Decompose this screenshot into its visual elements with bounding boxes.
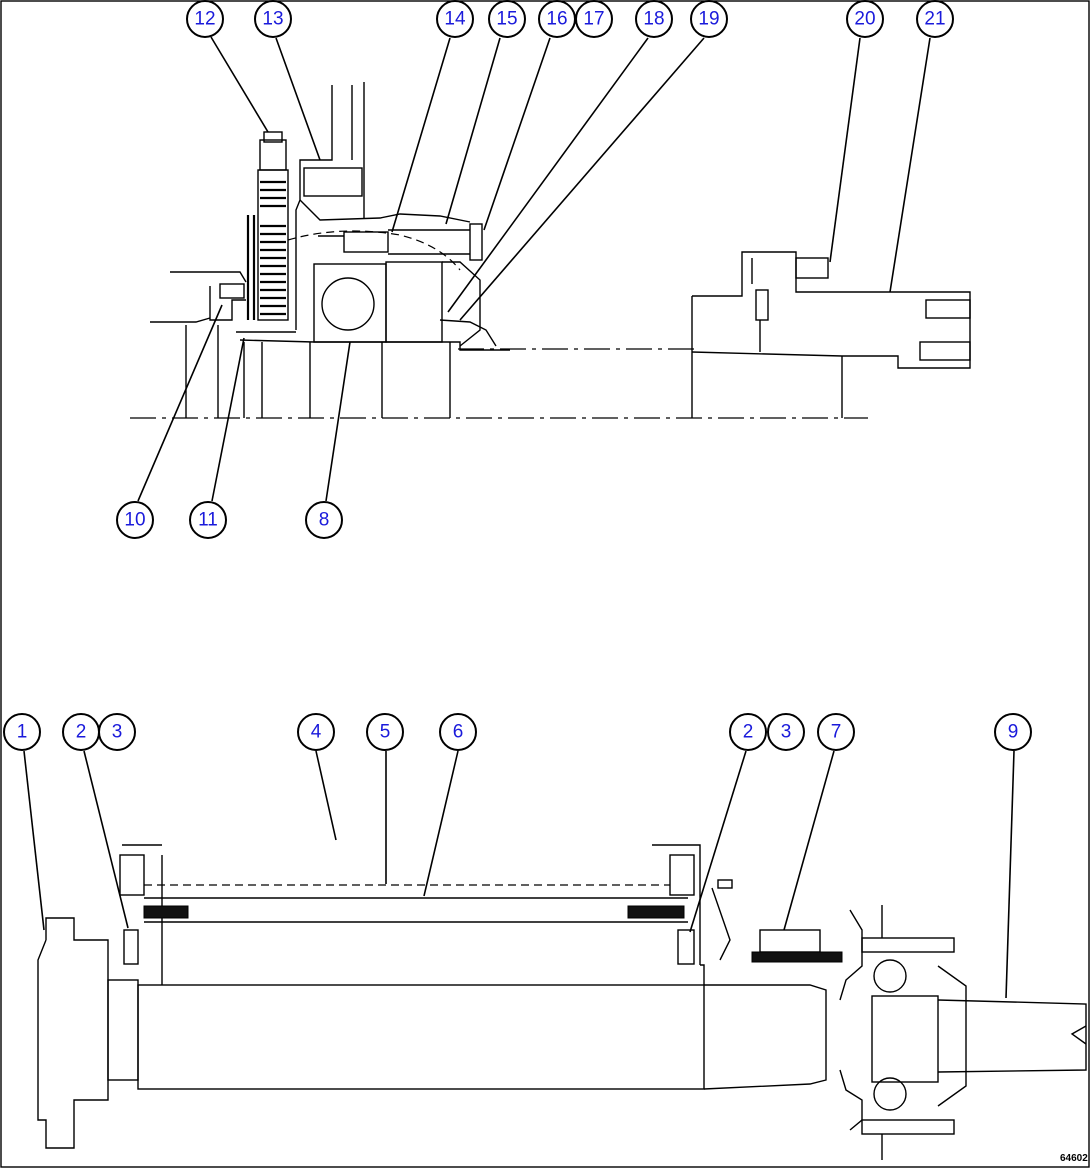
callout-7: 7 [817, 713, 855, 751]
callout-12: 12 [186, 0, 224, 38]
main-tube [137, 984, 705, 1090]
svg-text:5: 5 [380, 722, 391, 743]
svg-text:11: 11 [198, 510, 218, 531]
callout-14: 14 [436, 0, 474, 38]
svg-text:7: 7 [831, 722, 842, 743]
callout-19: 19 [690, 0, 728, 38]
svg-text:15: 15 [496, 9, 517, 30]
callout-15: 15 [488, 0, 526, 38]
callout-5: 5 [366, 713, 404, 751]
callout-17: 17 [575, 0, 613, 38]
svg-text:12: 12 [194, 9, 215, 30]
top-section-view [130, 82, 971, 419]
callout-13: 13 [254, 0, 292, 38]
callout-10: 10 [116, 501, 154, 539]
callout-21: 21 [916, 0, 954, 38]
svg-text:16: 16 [546, 9, 567, 30]
callout-18: 18 [635, 0, 673, 38]
callout-9: 9 [994, 713, 1032, 751]
callout-2-right: 2 [729, 713, 767, 751]
callout-11: 11 [189, 501, 227, 539]
callout-6: 6 [439, 713, 477, 751]
svg-text:20: 20 [854, 9, 875, 30]
spring-coils [260, 180, 286, 316]
callout-3-left: 3 [98, 713, 136, 751]
output-shaft [937, 999, 1087, 1073]
svg-text:2: 2 [743, 722, 754, 743]
svg-text:4: 4 [311, 722, 322, 743]
callout-4: 4 [297, 713, 335, 751]
svg-text:21: 21 [924, 9, 945, 30]
leader-lines [23, 36, 1015, 999]
svg-text:3: 3 [781, 722, 792, 743]
svg-text:9: 9 [1008, 722, 1019, 743]
svg-text:14: 14 [444, 9, 466, 30]
bottom-assembly-view [37, 844, 1087, 1160]
left-flange [37, 917, 109, 1149]
callout-8: 8 [305, 501, 343, 539]
svg-text:8: 8 [319, 510, 330, 531]
callout-16: 16 [538, 0, 576, 38]
svg-text:13: 13 [262, 9, 283, 30]
svg-text:2: 2 [76, 722, 87, 743]
svg-text:3: 3 [112, 722, 123, 743]
svg-text:6: 6 [453, 722, 464, 743]
callout-2-left: 2 [62, 713, 100, 751]
callout-20: 20 [846, 0, 884, 38]
svg-text:18: 18 [643, 9, 664, 30]
figure-code: 64602 [1060, 1153, 1088, 1164]
callout-1: 1 [3, 713, 41, 751]
svg-text:10: 10 [124, 510, 145, 531]
bearing-ball [321, 277, 375, 331]
callout-3-right: 3 [767, 713, 805, 751]
svg-text:1: 1 [17, 722, 28, 743]
svg-text:19: 19 [698, 9, 719, 30]
svg-text:17: 17 [583, 9, 604, 30]
